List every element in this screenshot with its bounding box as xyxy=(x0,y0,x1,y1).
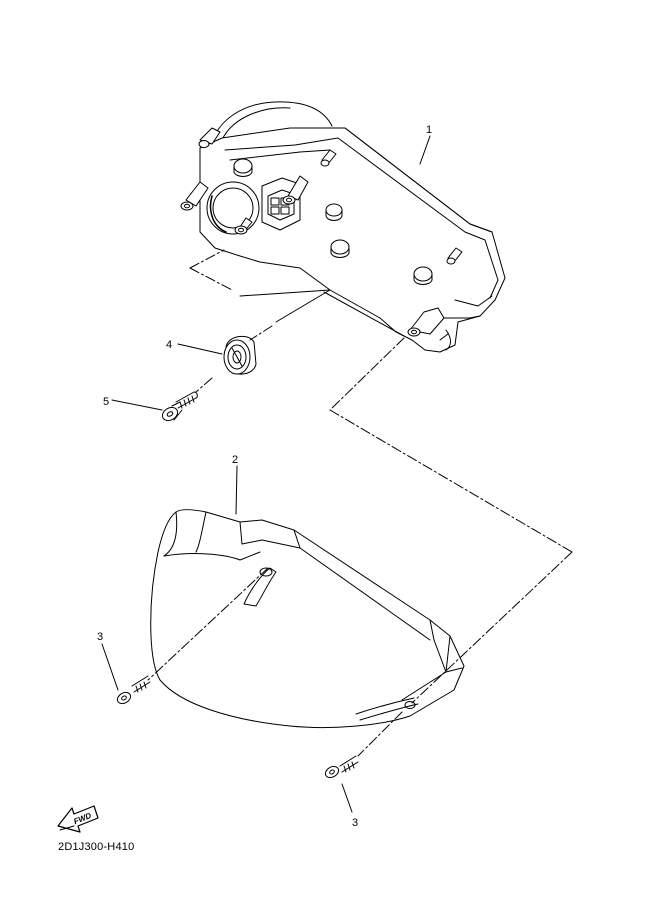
stud-bottom-center xyxy=(234,217,253,235)
screw-5 xyxy=(161,391,198,422)
screw-3-left xyxy=(116,675,151,705)
stud-upper-center xyxy=(320,149,337,167)
stud-left-top xyxy=(198,127,221,148)
alignment-lines xyxy=(147,249,573,757)
callout-2: 2 xyxy=(232,454,238,466)
stud-right-bottom xyxy=(407,307,449,341)
stud-center xyxy=(282,175,309,205)
callout-1: 1 xyxy=(426,124,432,136)
callout-4: 4 xyxy=(166,339,172,351)
stud-right-top xyxy=(446,247,463,265)
callout-5: 5 xyxy=(103,396,109,408)
leader-lines xyxy=(101,135,431,813)
fwd-arrow-icon: FWD xyxy=(57,805,99,833)
diagram-code: 2D1J300-H410 xyxy=(58,841,135,853)
callout-3-left: 3 xyxy=(97,631,103,643)
meter-cover xyxy=(150,509,465,729)
callout-3-bottom: 3 xyxy=(352,817,358,829)
meter-assembly xyxy=(180,101,506,353)
screw-3-bottom xyxy=(324,755,359,779)
stud-left xyxy=(180,181,209,211)
grommet xyxy=(223,335,257,375)
